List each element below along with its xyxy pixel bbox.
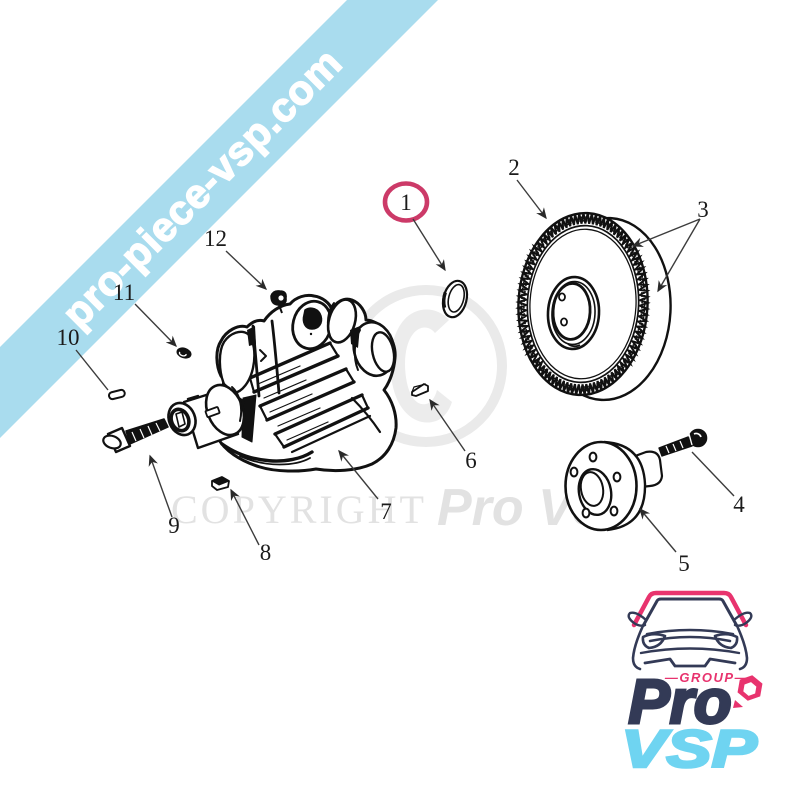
svg-text:9: 9 [168,513,180,538]
svg-text:4: 4 [733,492,745,517]
svg-text:3: 3 [697,197,709,222]
svg-text:10: 10 [57,325,80,350]
svg-text:—GROUP—: —GROUP— [664,670,749,685]
svg-text:6: 6 [465,448,477,473]
svg-text:8: 8 [260,540,272,565]
svg-text:5: 5 [678,551,690,576]
svg-text:VSP: VSP [621,719,757,778]
svg-text:12: 12 [204,226,227,251]
svg-text:1: 1 [400,190,412,215]
svg-text:Pro: Pro [628,668,731,737]
svg-text:2: 2 [508,155,520,180]
svg-text:11: 11 [113,280,135,305]
svg-text:7: 7 [380,499,392,524]
svg-text:COPYRIGHT: COPYRIGHT [171,487,427,532]
